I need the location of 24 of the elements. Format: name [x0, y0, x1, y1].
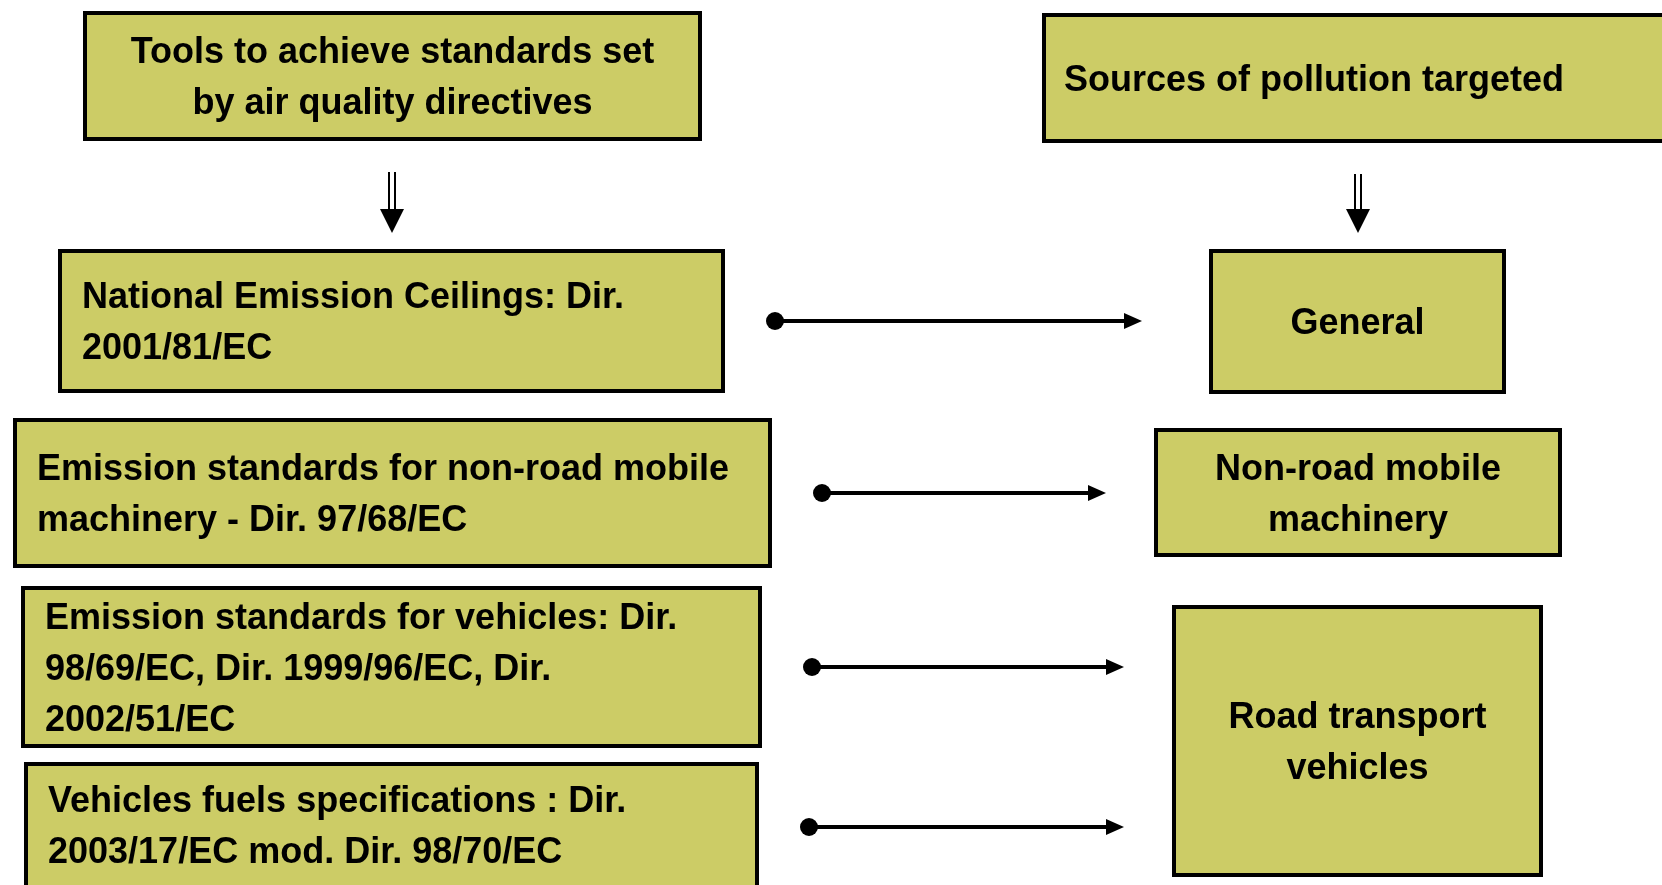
text-box	[21, 586, 762, 748]
text-box	[83, 11, 702, 141]
arrow	[766, 312, 1142, 330]
text-box	[1172, 605, 1543, 877]
box-label: Non-road mobile machinery	[1214, 445, 1502, 541]
text-box	[24, 762, 759, 885]
box-label: National Emission Ceilings: Dir. 2001/81/EC	[82, 274, 626, 369]
arrow	[813, 484, 1106, 502]
box-label: Vehicles fuels specifications : Dir. 2003/17/EC mod. Dir. 98/70/EC	[48, 778, 628, 873]
double-arrow	[1346, 173, 1370, 233]
box-label: Emission standards for vehicles: Dir. 98/69/EC, Dir. 1999/96/EC, Dir. 2002/51/EC	[45, 594, 679, 741]
text-box	[1042, 13, 1662, 143]
box-label: General	[1290, 300, 1425, 344]
text-box	[1154, 428, 1562, 557]
box-label: Emission standards for non-road mobile machinery - Dir. 97/68/EC	[37, 446, 731, 541]
text-box	[58, 249, 725, 393]
arrow	[800, 818, 1124, 836]
arrow	[803, 658, 1124, 676]
box-label: Sources of pollution targeted	[1064, 56, 1565, 101]
box-label: Tools to achieve standards set by air quality directives	[129, 29, 656, 124]
box-label: Road transport vehicles	[1227, 694, 1488, 789]
text-box	[1209, 249, 1506, 394]
double-arrow	[380, 171, 404, 233]
text-box	[13, 418, 772, 568]
